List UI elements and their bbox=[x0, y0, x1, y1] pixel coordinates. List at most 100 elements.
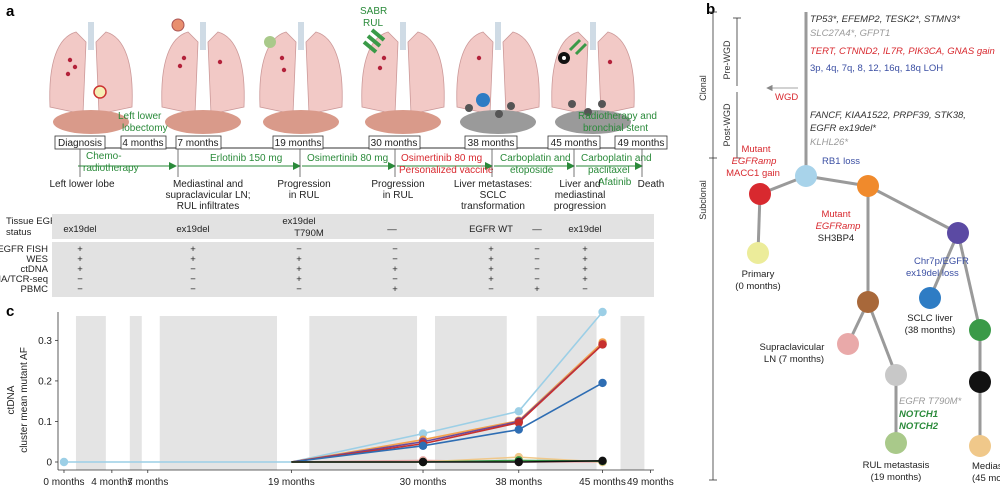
event-45m-2: mediastinal bbox=[555, 190, 606, 201]
ctdna-chart: ctDNA cluster mean mutant AF 00.10.20.3 … bbox=[6, 307, 674, 487]
node-root bbox=[795, 165, 817, 187]
leaf-rul-2: (19 months) bbox=[871, 472, 922, 483]
post-wgd-label: Post-WGD bbox=[722, 103, 732, 147]
node-grey bbox=[885, 364, 907, 386]
clonal-label: Clonal bbox=[698, 75, 708, 101]
treatment-interval-band bbox=[536, 316, 597, 470]
leaf-labels: Primary (0 months) Supraclavicular LN (7… bbox=[735, 269, 1000, 484]
event-7m-3: RUL infiltrates bbox=[177, 201, 239, 212]
assay-cell: + bbox=[582, 264, 588, 275]
assay-cell: − bbox=[534, 264, 540, 275]
annotation-mutant-2: Mutant bbox=[821, 209, 850, 220]
assay-cell: + bbox=[534, 284, 540, 295]
assay-cell: − bbox=[534, 274, 540, 285]
annotation-rb1: RB1 loss bbox=[822, 156, 860, 167]
event-45m-3: progression bbox=[554, 201, 606, 212]
event-diagnosis: Left lower lobe bbox=[49, 179, 114, 190]
leaf-mediastinum-2: (45 months) bbox=[972, 473, 1000, 484]
treatments: Chemo- radiotherapy Erlotinib 150 mg Osi… bbox=[78, 151, 652, 188]
event-30m-1: Progression bbox=[371, 179, 424, 190]
series-line bbox=[291, 343, 604, 463]
panel-c-label: c bbox=[6, 303, 14, 320]
x-tick-label: 45 months bbox=[579, 477, 626, 487]
assay-cell: − bbox=[392, 254, 398, 265]
assay-cell: + bbox=[488, 254, 494, 265]
tissue-egfr-value: ex19del bbox=[176, 224, 209, 235]
sabr-label-1: SABR bbox=[360, 6, 387, 17]
box-4-months: 4 months bbox=[122, 138, 163, 149]
box-30-months: 30 months bbox=[371, 138, 418, 149]
node-supraclavicular bbox=[837, 333, 859, 355]
assay-row-label: WES bbox=[26, 254, 48, 265]
lung-illustrations bbox=[49, 18, 635, 134]
chart-ylabel-1: ctDNA bbox=[6, 385, 17, 414]
series-point bbox=[59, 457, 69, 467]
annotation-t790m: EGFR T790M* bbox=[899, 396, 962, 407]
assay-cell: + bbox=[190, 254, 196, 265]
assay-row-label: EGFR FISH bbox=[0, 244, 48, 255]
annotation-mutant-1: Mutant bbox=[741, 144, 770, 155]
tissue-egfr-value: — bbox=[532, 224, 542, 235]
tissue-egfr-header-1: Tissue EGFR bbox=[6, 216, 63, 227]
leaf-sclc-2: (38 months) bbox=[905, 325, 956, 336]
assay-cell: + bbox=[296, 264, 302, 275]
post-wgd-mutations: FANCF, KIAA1522, PRPF39, STK38, EGFR ex1… bbox=[810, 110, 966, 148]
assay-cell: + bbox=[582, 274, 588, 285]
post-wgd-line-2: EGFR ex19del* bbox=[810, 123, 876, 134]
node-green bbox=[969, 319, 991, 341]
treatment-interval-band bbox=[159, 316, 278, 470]
assay-cell: − bbox=[190, 284, 196, 295]
event-ticks bbox=[79, 149, 643, 177]
assay-cell: − bbox=[77, 274, 83, 285]
series-point bbox=[598, 456, 607, 465]
node-rul-metastasis bbox=[885, 432, 907, 454]
event-45m-1: Liver and bbox=[559, 179, 600, 190]
event-19m-1: Progression bbox=[277, 179, 330, 190]
branch-annotations: Mutant EGFRamp MACC1 gain RB1 loss Mutan… bbox=[726, 144, 969, 432]
assay-cell: + bbox=[488, 244, 494, 255]
assay-cell: + bbox=[77, 264, 83, 275]
annotation-macc1: MACC1 gain bbox=[726, 168, 780, 179]
y-tick-label: 0.2 bbox=[38, 376, 52, 387]
node-black bbox=[969, 371, 991, 393]
tissue-egfr-value: ex19del bbox=[63, 224, 96, 235]
leaf-scln-2: LN (7 months) bbox=[764, 354, 824, 365]
tissue-egfr-value: — bbox=[387, 224, 397, 235]
assay-cell: + bbox=[190, 244, 196, 255]
leaf-primary-2: (0 months) bbox=[735, 281, 780, 292]
post-wgd-line-1: FANCF, KIAA1522, PRPF39, STK38, bbox=[810, 110, 966, 121]
series-point bbox=[598, 378, 607, 388]
tissue-egfr-value: ex19del bbox=[282, 216, 315, 227]
box-45-months: 45 months bbox=[551, 138, 598, 149]
assay-cell: − bbox=[190, 274, 196, 285]
x-tick-label: 38 months bbox=[495, 477, 542, 487]
treatment-erlotinib: Erlotinib 150 mg bbox=[210, 153, 282, 164]
series-point bbox=[418, 457, 428, 467]
assay-cell: − bbox=[392, 244, 398, 255]
x-tick-label: 0 months bbox=[43, 477, 84, 487]
top-interventions: Left lower lobectomy SABR RUL Radiothera… bbox=[118, 6, 657, 134]
assay-cell: − bbox=[534, 254, 540, 265]
event-7m-1: Mediastinal and bbox=[173, 179, 243, 190]
treatment-interval-band bbox=[75, 316, 106, 470]
annotation-notch2: NOTCH2 bbox=[899, 421, 939, 432]
event-7m-2: supraclavicular LN; bbox=[165, 190, 250, 201]
event-38m-1: Liver metastases: bbox=[454, 179, 532, 190]
assay-cell: + bbox=[488, 264, 494, 275]
assay-cell: − bbox=[392, 274, 398, 285]
treatment-carboplatin-paclitaxel-2: paclitaxel bbox=[588, 165, 630, 176]
assay-cell: + bbox=[392, 284, 398, 295]
x-tick-label: 4 months bbox=[91, 477, 132, 487]
treatment-chemo-1: Chemo- bbox=[86, 151, 122, 162]
pre-wgd-line-2: SLC27A4*, GFPT1 bbox=[810, 28, 890, 39]
tissue-egfr-header-2: status bbox=[6, 227, 32, 238]
lung-diagnosis bbox=[49, 22, 133, 134]
box-19-months: 19 months bbox=[275, 138, 322, 149]
event-38m-3: transformation bbox=[461, 201, 525, 212]
assay-cell: + bbox=[77, 254, 83, 265]
lung-38-months bbox=[456, 22, 540, 134]
wgd-label: WGD bbox=[775, 92, 798, 103]
series-point bbox=[598, 307, 607, 317]
assay-cell: − bbox=[534, 244, 540, 255]
leaf-primary-1: Primary bbox=[742, 269, 775, 280]
